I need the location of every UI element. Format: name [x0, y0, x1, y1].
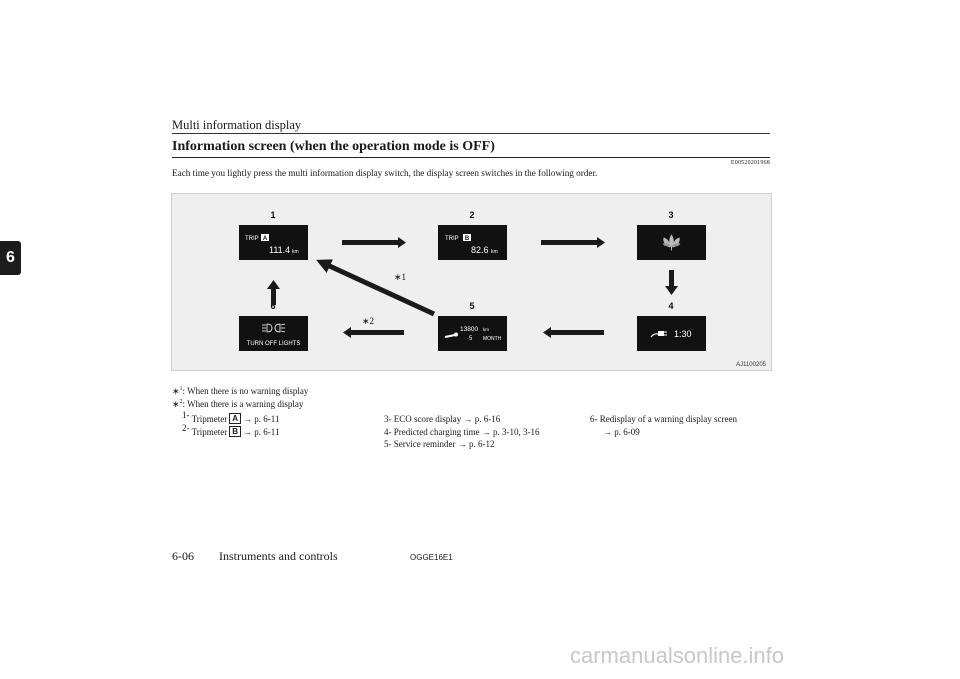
footer-code: OGGE16E1 [410, 553, 453, 562]
screen-1-value: 111.4 [269, 245, 290, 255]
chapter-tab: 6 [0, 241, 21, 275]
footnote-1-text: : When there is no warning display [182, 386, 309, 396]
display-sequence-figure: 1 2 3 4 5 6 TRIP A 111.4 km TRIP B 82.6 … [171, 193, 772, 371]
eco-leaf-icon [662, 234, 681, 251]
marker-2: ∗2 [362, 316, 374, 326]
running-header: Multi information display [172, 118, 302, 132]
screen-2-value: 82.6 [471, 245, 489, 255]
page-number: 6-06 [172, 549, 194, 563]
footnote-2: ∗2: When there is a warning display [172, 399, 303, 410]
watermark: carmanualsonline.info [570, 643, 785, 668]
marker-1: ∗1 [394, 272, 406, 282]
screen-5-service-reminder: 13800 km 5 MONTH [438, 316, 507, 351]
footnote-1-mark: ∗ [172, 386, 180, 396]
screen-6-number: 6 [270, 301, 275, 311]
arrow-6-to-1 [267, 280, 280, 305]
screen-4-charging-time: 1:30 [637, 316, 706, 351]
list-item-6: 6- Redisplay of a warning display screen [590, 414, 737, 424]
arrow-4-to-5 [543, 327, 604, 338]
trip-b-badge [463, 234, 471, 241]
screen-2-trip-letter: B [465, 236, 470, 242]
section-title: Information screen (when the operation m… [172, 139, 495, 154]
screen-6-text: TURN OFF LIGHTS [247, 341, 301, 347]
list-item-5: 5- Service reminder → p. 6-12 [384, 439, 495, 449]
screen-6-turn-off-lights: TURN OFF LIGHTS [239, 316, 308, 351]
list-item-1-ref[interactable]: → p. 6-11 [243, 414, 280, 424]
headlight-icon [262, 323, 286, 333]
list-item-4: 4- Predicted charging time → p. 3-10, 3-… [384, 426, 540, 437]
screen-3-eco-score [637, 225, 706, 260]
arrow-5-to-6 [343, 327, 404, 338]
charging-plug-icon [650, 331, 667, 338]
footnote-1: ∗1: When there is no warning display [172, 386, 308, 397]
arrow-1-to-2 [342, 237, 406, 248]
screen-5-months: 5 [469, 336, 473, 342]
display-sequence-diagram: 1 2 3 4 5 6 TRIP A 111.4 km TRIP B 82.6 … [239, 210, 767, 368]
section-code: E00520201968 [730, 160, 770, 166]
list-item-2-num: 2- [182, 422, 190, 433]
screen-5-number: 5 [469, 301, 474, 311]
screen-2-unit: km [491, 249, 498, 255]
screen-5-distance: 13800 [460, 326, 478, 333]
footnote-2-sup: 2 [179, 399, 183, 405]
trip-a-badge [261, 234, 269, 241]
list-column-3: 6- Redisplay of a warning display screen… [590, 413, 737, 438]
tripmeter-a-badge: A [229, 413, 242, 424]
list-item-2-text: Tripmeter [191, 426, 228, 437]
list-item-1-num: 1- [182, 410, 190, 420]
arrow-3-to-4 [665, 270, 678, 295]
screen-2-trip-b: TRIP B 82.6 km [438, 225, 507, 260]
screen-4-number: 4 [668, 301, 673, 311]
wrench-icon [444, 332, 458, 338]
list-item-6-ref[interactable]: → p. 6-09 [603, 426, 640, 437]
arrow-2-to-3 [541, 237, 605, 248]
screen-2-number: 2 [469, 210, 474, 220]
screen-1-trip-a: TRIP A 111.4 km [239, 225, 308, 260]
screen-1-unit: km [292, 249, 299, 255]
intro-paragraph: Each time you lightly press the multi in… [172, 168, 598, 178]
screen-3-number: 3 [668, 210, 673, 220]
tripmeter-b-badge: B [229, 425, 242, 437]
screen-2-trip-label: TRIP [445, 236, 459, 242]
list-item-1-text: Tripmeter [191, 414, 228, 424]
list-column-2: 3- ECO score display → p. 6-16 4- Predic… [384, 413, 540, 451]
arrow-5-to-1 [316, 259, 436, 317]
screen-1-number: 1 [270, 210, 275, 220]
screen-1-trip-label: TRIP [245, 236, 259, 242]
header-rule [172, 133, 770, 134]
footnote-1-sup: 1 [179, 386, 183, 392]
screen-1-trip-letter: A [263, 236, 268, 242]
figure-code: AJ1100205 [736, 362, 767, 368]
screen-4-time: 1:30 [674, 329, 692, 339]
footer-section: Instruments and controls [219, 549, 338, 563]
screen-5-distance-unit: km [483, 327, 489, 332]
list-item-2-ref[interactable]: → p. 6-11 [243, 426, 280, 437]
section-rule [172, 157, 770, 158]
screen-5-months-unit: MONTH [483, 336, 502, 342]
footnote-2-mark: ∗ [172, 399, 180, 409]
list-item-3: 3- ECO score display → p. 6-16 [384, 414, 501, 424]
footnote-2-text: : When there is a warning display [182, 399, 304, 409]
